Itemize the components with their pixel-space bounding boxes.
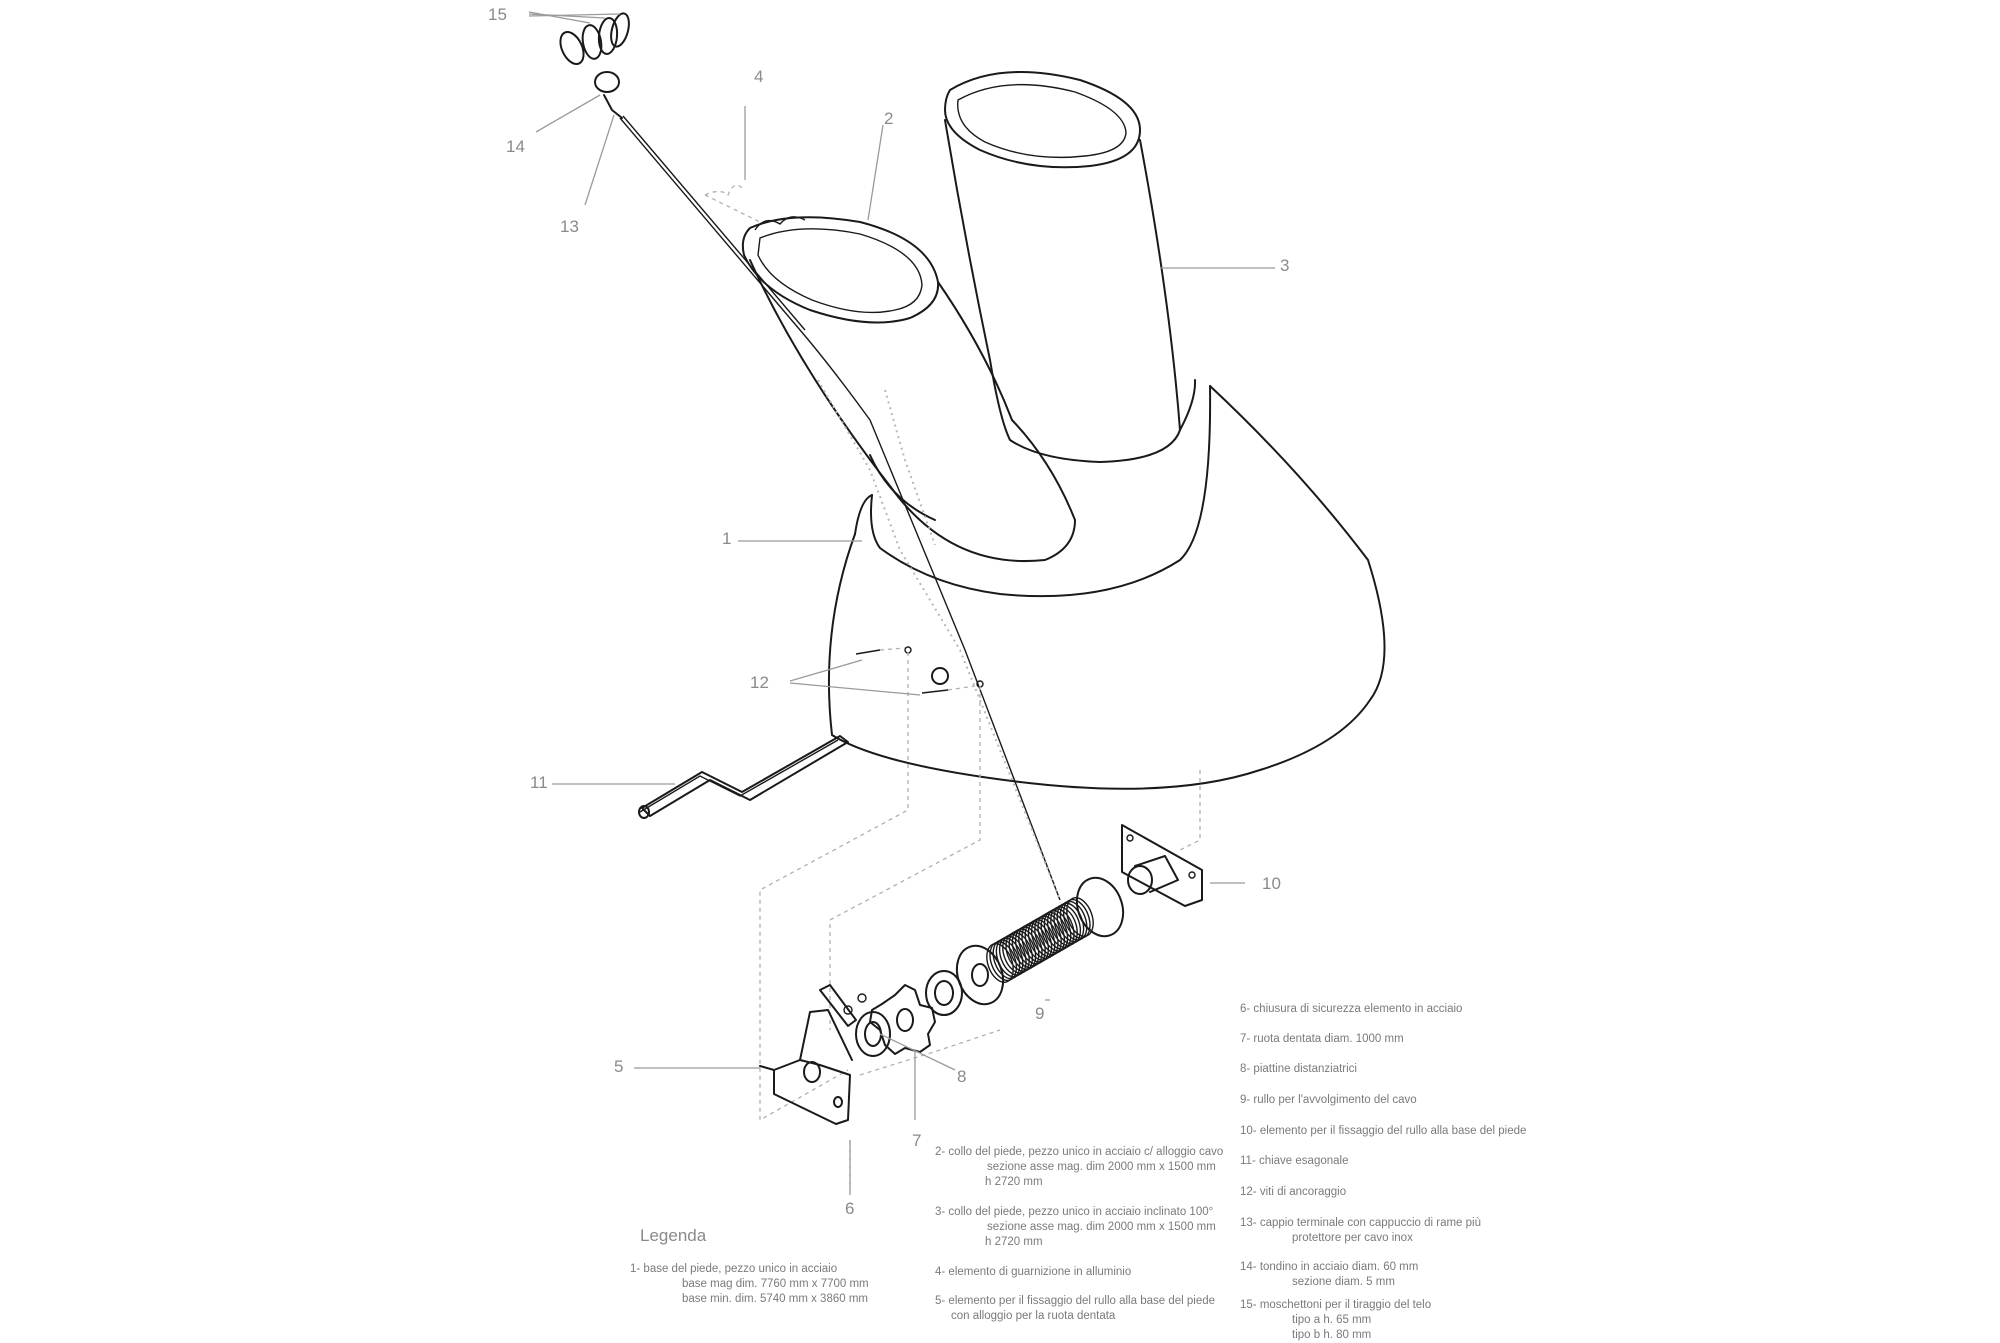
callout-14: 14 [506,137,525,156]
callout-2: 2 [884,109,894,128]
part-9-roller [955,876,1125,1006]
part-6-latch [819,984,867,1027]
roller-flange-right [1075,876,1125,938]
legend-item-11: 11- chiave esagonale [1240,1155,1349,1167]
callout-6: 6 [845,1199,855,1218]
legend-item-3: 3- collo del piede, pezzo unico in accia… [935,1206,1216,1248]
callout-9: 9 [1035,1004,1045,1023]
part-2-neck [741,216,1076,562]
legend-title: Legenda [640,1226,707,1245]
callout-8: 8 [957,1067,967,1086]
assembly-guides [759,652,1201,1185]
part-3-neck [944,71,1197,463]
leader-lines [528,11,1275,1195]
callout-15: 15 [488,5,507,24]
legend-item-1: 1- base del piede, pezzo unico in acciai… [630,1263,869,1305]
legend-item-10: 10- elemento per il fissaggio del rullo … [1240,1125,1527,1137]
callout-1: 1 [722,529,732,548]
legend-item-14: 14- tondino in acciaio diam. 60 mm sezio… [1240,1261,1419,1288]
legend-item-7: 7- ruota dentata diam. 1000 mm [1240,1033,1404,1045]
part-5-bracket [759,1009,853,1125]
steel-cable [619,115,1061,901]
part-12-screws [855,646,984,694]
roller-thread [1066,897,1094,937]
legend-item-2: 2- collo del piede, pezzo unico in accia… [935,1146,1224,1188]
callout-12: 12 [750,673,769,692]
legend-item-12: 12- viti di ancoraggio [1240,1186,1347,1198]
legend-item-13: 13- cappio terminale con cappuccio di ra… [1240,1217,1481,1244]
part-11-hex-key [638,735,849,819]
callout-10: 10 [1262,874,1281,893]
callout-3: 3 [1280,256,1290,275]
part-10-roller-bracket [1121,824,1203,907]
parts-13-15-hardware [559,12,630,119]
legend-item-4: 4- elemento di guarnizione in alluminio [935,1266,1132,1278]
callout-7: 7 [912,1131,922,1150]
legend-item-15: 15- moschettoni per il tiraggio del telo… [1240,1299,1432,1341]
roller-hub [971,963,989,987]
callout-11: 11 [530,773,548,792]
callout-5: 5 [614,1057,624,1076]
callout-13: 13 [560,217,579,236]
callout-4: 4 [754,67,764,86]
legend-item-8: 8- piattine distanziatrici [1240,1063,1357,1075]
part-1-base [827,385,1386,790]
legend-item-6: 6- chiusura di sicurezza elemento in acc… [1240,1003,1463,1015]
legend-item-5: 5- elemento per il fissaggio del rullo a… [935,1295,1216,1322]
legend-item-9: 9- rullo per l'avvolgimento del cavo [1240,1094,1417,1106]
part-4-gasket [704,184,761,223]
part-7-gear [869,984,936,1055]
